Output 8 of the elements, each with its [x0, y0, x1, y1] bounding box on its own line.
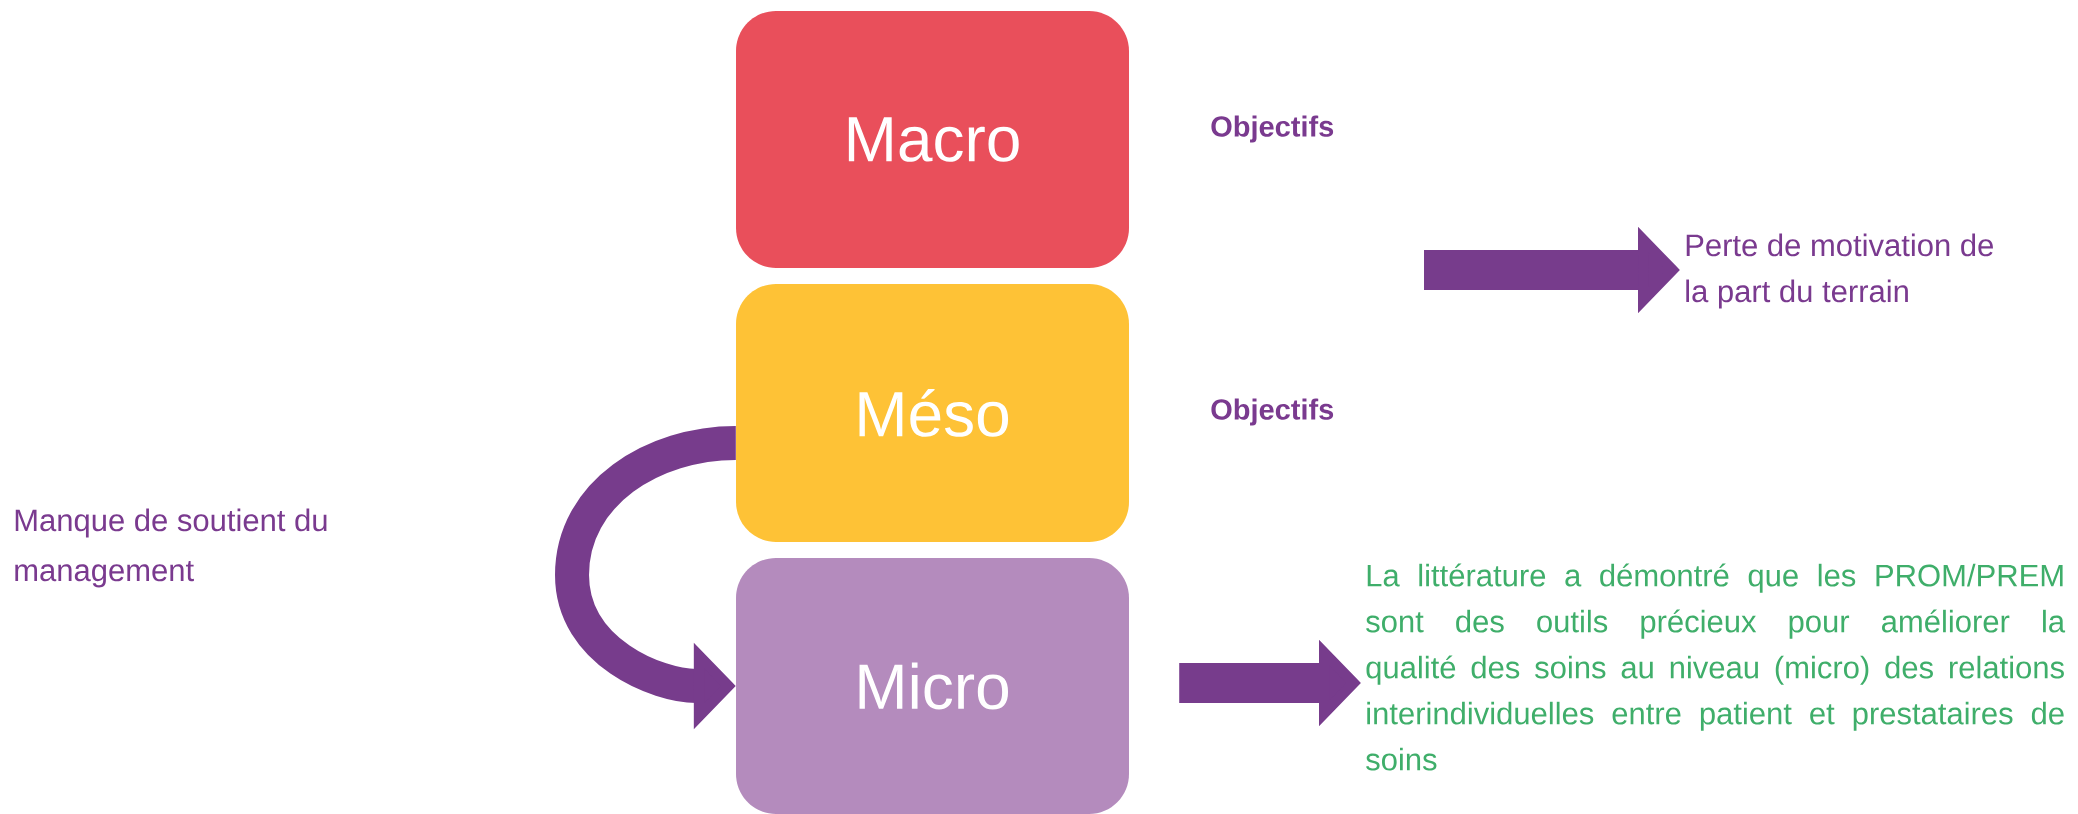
annotation-text: La littérature a démontré que les PROM/PREM sont des outils précieux pour améliorer la qualité des soins au niveau (micro) des relations interindividuelles entre patient et prestataires de soins — [1366, 563, 2066, 771]
label-text: Objectifs — [1211, 115, 1334, 143]
level-box: Méso — [736, 284, 1129, 542]
level-box: Micro — [736, 558, 1129, 814]
level-box: Macro — [736, 11, 1129, 268]
annotation-text: Perte de motivation de la part du terrain — [1686, 233, 1993, 309]
label-text: Manque de soutient du management — [15, 508, 327, 588]
label-text: Objectifs — [1211, 398, 1334, 426]
